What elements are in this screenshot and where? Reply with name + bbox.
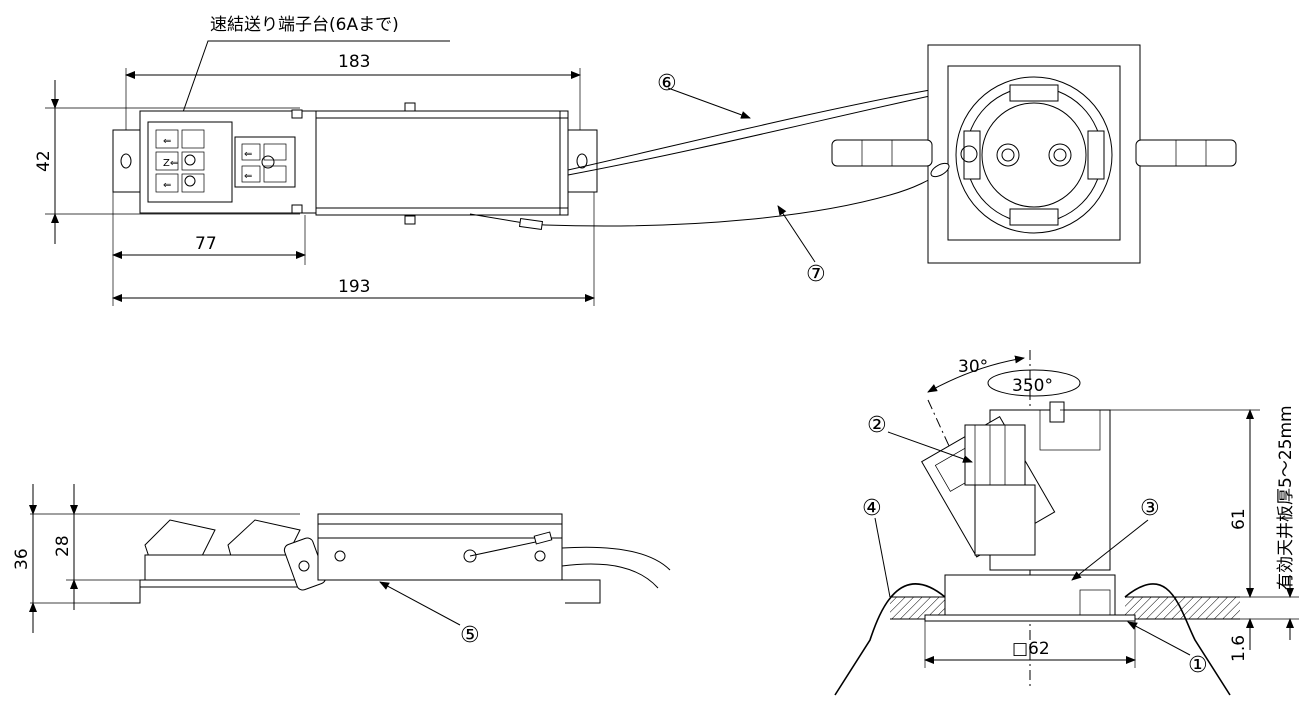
junction-box-view — [831, 44, 1237, 264]
dim-28: 28 — [53, 535, 73, 557]
angle-350: 350° — [1012, 376, 1053, 396]
callout-5: ⑤ — [460, 623, 480, 648]
terminal-leader — [175, 40, 450, 133]
side-view-power-box: 36 28 ⑤ — [12, 484, 671, 648]
dim-42: 42 — [34, 150, 54, 172]
spotlight-section-view: 30° 350° 61 1.6 有効天井板厚5～25mm — [834, 350, 1299, 696]
dim-77: 77 — [195, 234, 217, 254]
terminal-label: 速結送り端子台(6Aまで) — [210, 15, 399, 35]
angle-30: 30° — [958, 357, 988, 377]
dim-62: □62 — [1012, 639, 1050, 659]
ceiling-note: 有効天井板厚5～25mm — [1276, 405, 1296, 590]
callout-3: ③ — [1140, 496, 1160, 521]
rotation-ellipse — [987, 369, 1081, 397]
svg-text:⇐: ⇐ — [163, 180, 171, 191]
dim-193: 193 — [338, 277, 370, 297]
callout-2: ② — [867, 413, 887, 438]
callout-4: ④ — [862, 496, 882, 521]
power-box-body — [315, 110, 569, 216]
side-box-body — [317, 513, 563, 581]
trim-flange — [924, 614, 1136, 622]
dim-36: 36 — [12, 548, 32, 570]
svg-text:⇐: ⇐ — [244, 171, 252, 182]
dim-183: 183 — [338, 52, 370, 72]
svg-text:⇐: ⇐ — [244, 149, 252, 160]
wire-7 — [544, 169, 946, 227]
dim-61: 61 — [1229, 508, 1249, 530]
callout-6: ⑥ — [657, 71, 677, 96]
dim-1-6: 1.6 — [1229, 635, 1249, 662]
callout-7: ⑦ — [806, 262, 826, 287]
svg-text:Z⇐: Z⇐ — [163, 158, 178, 169]
callout-1: ① — [1188, 653, 1208, 678]
svg-text:⇐: ⇐ — [163, 136, 171, 147]
top-view-power-box: 速結送り端子台(6Aまで) 183 42 ⇐ Z⇐ ⇐ — [34, 15, 1031, 306]
